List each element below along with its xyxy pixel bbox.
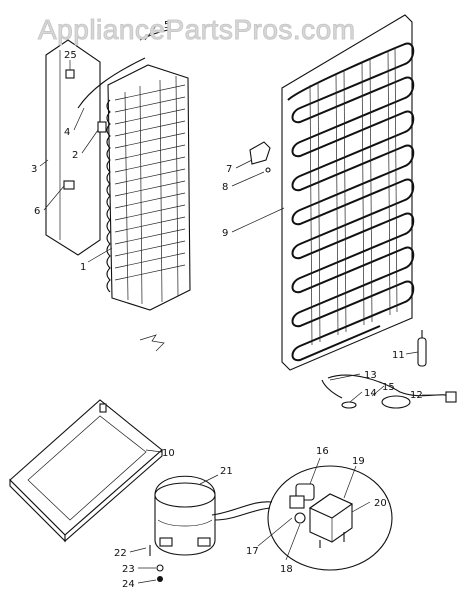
- callout-5: 5: [164, 20, 170, 31]
- suction-line-top: [139, 29, 169, 41]
- callout-9: 9: [222, 228, 228, 239]
- callout-1: 1: [80, 262, 86, 273]
- callout-10: 10: [162, 448, 175, 459]
- bracket-25: [65, 69, 75, 79]
- drain-pan: [9, 399, 163, 543]
- relay-overload-callout: [267, 465, 393, 571]
- callout-2: 2: [72, 150, 78, 161]
- capillary-tube: [77, 57, 146, 109]
- relay: [308, 493, 354, 548]
- compressor-hardware: [149, 545, 164, 582]
- overload-protector: [289, 483, 315, 524]
- callout-15: 15: [382, 382, 395, 393]
- callout-labels: 1 2 3 4 5 6 7 8 9 10 11 12 13 14 15 16 1…: [31, 20, 423, 590]
- callout-20: 20: [374, 498, 387, 509]
- callout-14: 14: [364, 388, 377, 399]
- callout-24: 24: [122, 579, 135, 590]
- callout-11: 11: [392, 350, 405, 361]
- callout-3: 3: [31, 164, 37, 175]
- leader-lines: [39, 25, 440, 584]
- callout-18: 18: [280, 564, 293, 575]
- evaporator-back-plate: [45, 39, 101, 256]
- callout-25: 25: [64, 50, 77, 61]
- callout-8: 8: [222, 182, 228, 193]
- mounting-bracket: [249, 141, 271, 173]
- condenser-frame: [281, 14, 413, 371]
- callout-17: 17: [246, 546, 259, 557]
- callout-12: 12: [410, 390, 423, 401]
- drier-filter: [417, 330, 427, 367]
- callout-6: 6: [34, 206, 40, 217]
- clip-6: [63, 180, 75, 190]
- grommet-14: [341, 401, 357, 409]
- callout-23: 23: [122, 564, 135, 575]
- evaporator-coil: [106, 64, 191, 311]
- callout-19: 19: [352, 456, 365, 467]
- condenser-coil: [287, 42, 415, 362]
- compressor: [154, 475, 273, 556]
- watermark-text: AppliancePartsPros.com: [38, 14, 356, 46]
- thermostat-bulb-clip: [97, 121, 107, 133]
- arrow-mark: [139, 334, 165, 352]
- callout-22: 22: [114, 548, 127, 559]
- callout-21: 21: [220, 466, 233, 477]
- callout-4: 4: [64, 127, 70, 138]
- callout-13: 13: [364, 370, 377, 381]
- callout-16: 16: [316, 446, 329, 457]
- callout-7: 7: [226, 164, 232, 175]
